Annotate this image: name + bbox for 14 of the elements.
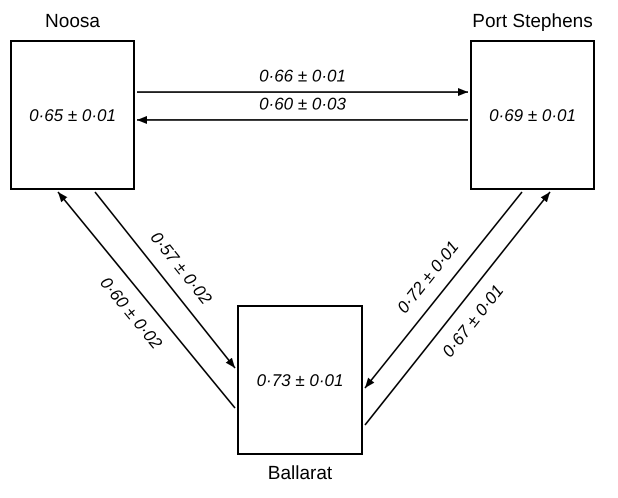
arrow (57, 192, 236, 409)
edge-label: 0·66 ± 0·01 (259, 68, 346, 85)
node-heading: Noosa (45, 12, 100, 31)
arrow (137, 88, 468, 96)
node-heading: Port Stephens (472, 12, 593, 31)
edge-label: 0·60 ± 0·03 (259, 95, 346, 112)
arrow (364, 192, 523, 388)
arrow (137, 116, 468, 124)
node-value: 0·73 ± 0·01 (256, 372, 344, 388)
arrow (364, 192, 551, 426)
arrow (94, 192, 236, 368)
node-value: 0·65 ± 0·01 (29, 106, 116, 124)
node-value: 0·69 ± 0·01 (489, 106, 576, 124)
node-heading: Ballarat (268, 464, 332, 483)
